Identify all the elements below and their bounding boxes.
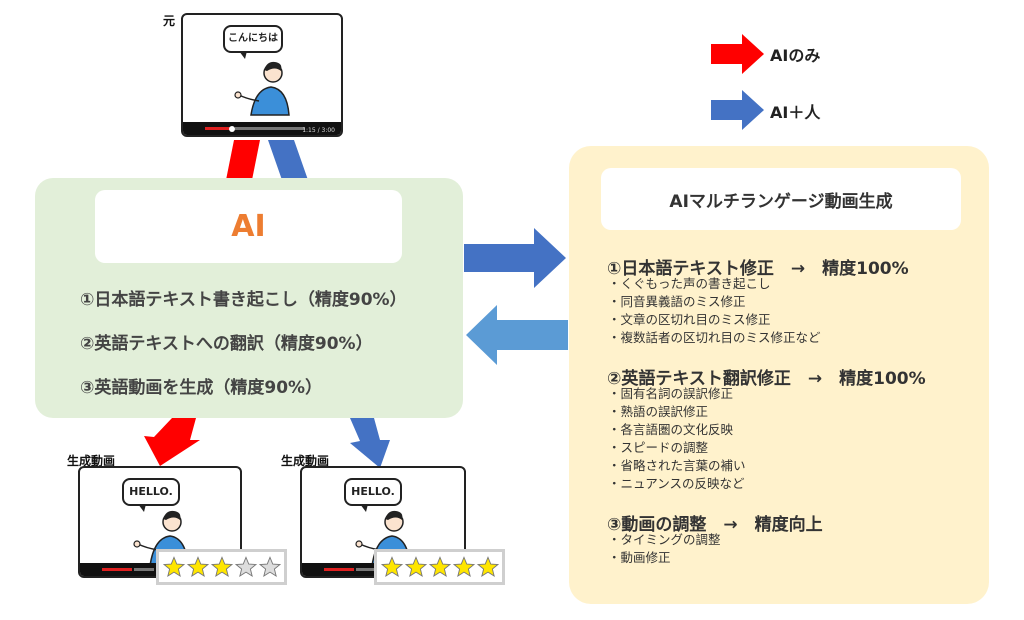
- star-icon: [428, 556, 451, 577]
- legend-ai-human: AI＋人: [770, 103, 821, 122]
- ai-title: AI: [231, 209, 266, 244]
- rating-output-2: [374, 549, 505, 585]
- generation-title-box: AIマルチランゲージ動画生成: [601, 168, 961, 230]
- progress-played: [205, 127, 231, 130]
- speech-bubble: HELLO.: [122, 478, 180, 512]
- list-item: ・ニュアンスの反映など: [608, 476, 745, 491]
- player-controls[interactable]: [187, 126, 201, 132]
- section-3-heading: ③動画の調整 → 精度向上: [607, 515, 823, 535]
- speech-bubble: HELLO.: [344, 478, 402, 512]
- section-1-list: ・くぐもった声の書き起こし ・同音異義語のミス修正 ・文章の区切れ目のミス修正 …: [608, 275, 821, 347]
- red-arrow-source-to-ai: [226, 140, 260, 180]
- legend-ai-only: AIのみ: [770, 46, 821, 65]
- list-item: ・くぐもった声の書き起こし: [608, 276, 771, 291]
- legend-red-arrow: [711, 34, 764, 74]
- source-label: 元: [163, 14, 176, 28]
- star-icon: [186, 556, 209, 577]
- rating-output-1: [156, 549, 287, 585]
- list-item: ・同音異義語のミス修正: [608, 294, 746, 309]
- blue-arrow-source-to-ai: [268, 140, 308, 180]
- player-bar: 1:15 / 3:00: [183, 122, 341, 135]
- blue-arrow-ai-to-generation: [464, 228, 566, 288]
- generation-title: AIマルチランゲージ動画生成: [669, 191, 893, 212]
- progress-played: [102, 568, 132, 571]
- progress-played: [324, 568, 354, 571]
- legend-blue-arrow: [711, 90, 764, 130]
- player-controls[interactable]: [306, 567, 320, 573]
- star-icon: [380, 556, 403, 577]
- section-2-list: ・固有名詞の誤訳修正 ・熟語の誤訳修正 ・各言語圏の文化反映 ・スピードの調整 …: [608, 385, 746, 493]
- blue-arrow-ai-to-output2: [350, 418, 390, 468]
- section-2-heading: ②英語テキスト翻訳修正 → 精度100%: [607, 369, 926, 389]
- source-video[interactable]: こんにちは 1:15 / 3:00: [181, 13, 343, 137]
- section-1-heading: ①日本語テキスト修正 → 精度100%: [607, 259, 909, 279]
- star-icon: [476, 556, 499, 577]
- list-item: ・熟語の誤訳修正: [608, 404, 709, 419]
- progress-knob[interactable]: [229, 126, 235, 132]
- ai-step-1: ①日本語テキスト書き起こし（精度90%）: [80, 290, 407, 310]
- list-item: ・固有名詞の誤訳修正: [608, 386, 734, 401]
- ai-title-box: AI: [95, 190, 402, 263]
- player-controls[interactable]: [84, 567, 98, 573]
- output-2-label: 生成動画: [281, 454, 330, 468]
- ai-step-3: ③英語動画を生成（精度90%）: [80, 378, 323, 398]
- star-icon: [162, 556, 185, 577]
- player-time: 1:15 / 3:00: [302, 127, 335, 134]
- ai-step-2: ②英語テキストへの翻訳（精度90%）: [80, 334, 373, 354]
- list-item: ・文章の区切れ目のミス修正: [608, 312, 771, 327]
- section-3-list: ・タイミングの調整 ・動画修正: [608, 531, 721, 567]
- list-item: ・スピードの調整: [608, 440, 709, 455]
- red-arrow-ai-to-output1: [144, 418, 200, 466]
- progress-track[interactable]: [356, 568, 376, 571]
- star-icon: [404, 556, 427, 577]
- progress-track[interactable]: [134, 568, 154, 571]
- list-item: ・タイミングの調整: [608, 532, 721, 547]
- list-item: ・複数話者の区切れ目のミス修正など: [608, 330, 821, 345]
- star-icon: [210, 556, 233, 577]
- blue-arrow-generation-to-ai: [466, 305, 568, 365]
- list-item: ・省略された言葉の補い: [608, 458, 746, 473]
- output-1-label: 生成動画: [67, 454, 116, 468]
- star-icon: [452, 556, 475, 577]
- star-icon: [234, 556, 257, 577]
- list-item: ・各言語圏の文化反映: [608, 422, 734, 437]
- list-item: ・動画修正: [608, 550, 671, 565]
- presenter-figure: [234, 61, 290, 116]
- star-icon: [258, 556, 281, 577]
- progress-track[interactable]: [235, 127, 305, 130]
- speech-bubble: こんにちは: [223, 25, 283, 59]
